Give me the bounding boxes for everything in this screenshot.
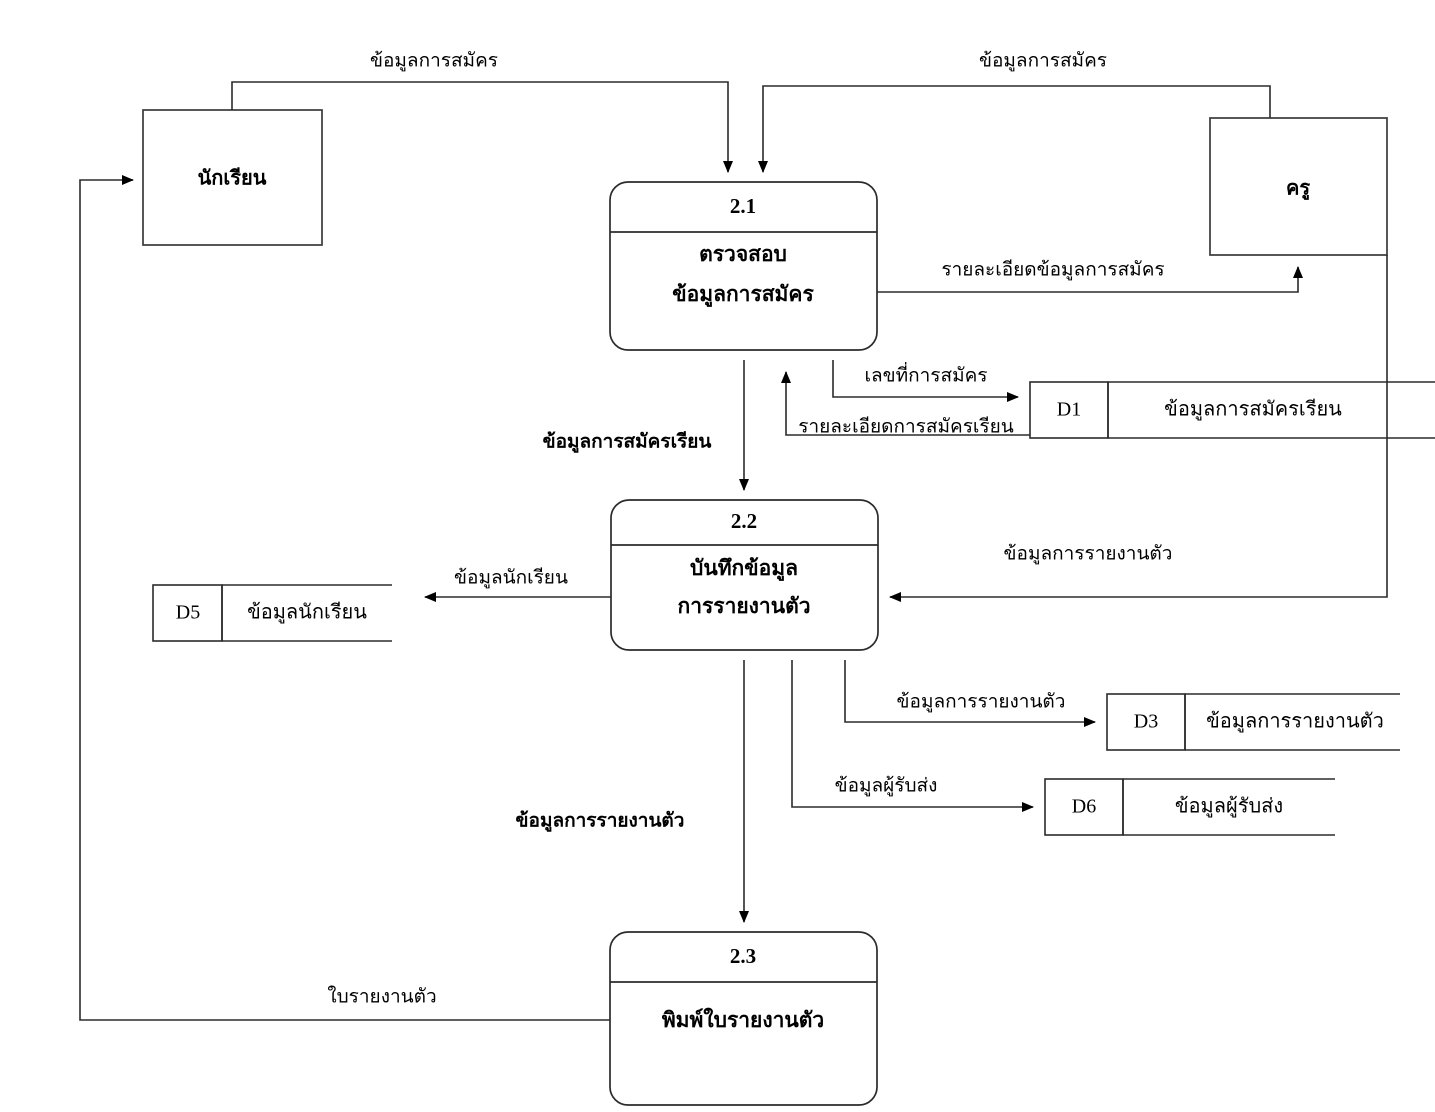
flow-label-study-registration-data: ข้อมูลการสมัครเรียน xyxy=(543,430,712,453)
flow-label-registration-number: เลขที่การสมัคร xyxy=(864,361,987,386)
flow-p21-to-teacher: รายละเอียดข้อมูลการสมัคร xyxy=(877,258,1303,293)
flow-p22-to-d3: ข้อมูลการรายงานตัว xyxy=(844,660,1096,727)
flow-teacher-to-p21: ข้อมูลการสมัคร xyxy=(758,50,1271,173)
flow-p22-to-d5: ข้อมูลนักเรียน xyxy=(424,566,611,602)
process-2-3-number: 2.3 xyxy=(730,944,756,968)
data-store-d1[interactable]: D1 ข้อมูลการสมัครเรียน xyxy=(1029,381,1435,439)
flow-p23-to-student: ใบรายงานตัว xyxy=(79,175,610,1021)
data-store-d1-label: ข้อมูลการสมัครเรียน xyxy=(1164,399,1342,422)
flow-p22-to-d6: ข้อมูลผู้รับส่ง xyxy=(791,660,1034,812)
flow-label-carrier-data: ข้อมูลผู้รับส่ง xyxy=(835,775,938,796)
flow-d1-to-p21: รายละเอียดการสมัครเรียน xyxy=(781,371,1030,437)
process-2-2-name-line1: บันทึกข้อมูล xyxy=(690,556,798,582)
process-2-2[interactable]: 2.2 บันทึกข้อมูล การรายงานตัว xyxy=(610,499,879,651)
external-entity-teacher[interactable]: ครู xyxy=(1209,117,1388,256)
flow-label-registration-data-student: ข้อมูลการสมัคร xyxy=(370,50,498,71)
process-2-3-name-line1: พิมพ์ใบรายงานตัว xyxy=(662,1007,824,1032)
flow-label-registration-data-teacher: ข้อมูลการสมัคร xyxy=(979,50,1107,71)
data-store-d3[interactable]: D3 ข้อมูลการรายงานตัว xyxy=(1106,693,1400,751)
process-2-3[interactable]: 2.3 พิมพ์ใบรายงานตัว xyxy=(609,931,878,1106)
data-store-d3-code: D3 xyxy=(1134,711,1158,733)
flow-label-report-data-store: ข้อมูลการรายงานตัว xyxy=(897,691,1066,712)
flow-p22-to-p23: ข้อมูลการรายงานตัว xyxy=(516,660,749,923)
process-2-1-name-line2: ข้อมูลการสมัคร xyxy=(672,282,814,308)
data-store-d5-label: ข้อมูลนักเรียน xyxy=(247,602,367,625)
flow-p21-to-d1: เลขที่การสมัคร xyxy=(832,360,1019,402)
external-entity-teacher-label: ครู xyxy=(1286,178,1310,202)
external-entity-student-label: นักเรียน xyxy=(198,167,267,190)
flow-label-registration-detail: รายละเอียดข้อมูลการสมัคร xyxy=(941,258,1164,280)
data-store-d6-label: ข้อมูลผู้รับส่ง xyxy=(1175,796,1283,819)
flow-label-report-slip: ใบรายงานตัว xyxy=(327,985,436,1007)
flow-teacher-to-p22: ข้อมูลการรายงานตัว xyxy=(889,255,1388,602)
process-2-1-number: 2.1 xyxy=(730,194,756,218)
data-store-d6-code: D6 xyxy=(1072,796,1096,818)
data-store-d3-label: ข้อมูลการรายงานตัว xyxy=(1206,711,1384,734)
flow-label-registration-study-detail: รายละเอียดการสมัครเรียน xyxy=(798,415,1013,437)
process-2-2-number: 2.2 xyxy=(731,509,757,533)
data-store-d5-code: D5 xyxy=(176,602,200,624)
data-store-d5[interactable]: D5 ข้อมูลนักเรียน xyxy=(152,584,392,642)
flow-label-student-data: ข้อมูลนักเรียน xyxy=(454,566,568,588)
flow-student-to-p21: ข้อมูลการสมัคร xyxy=(231,50,733,173)
flow-p21-to-p22: ข้อมูลการสมัครเรียน xyxy=(543,360,749,491)
process-2-2-name-line2: การรายงานตัว xyxy=(678,594,811,618)
flow-label-report-data-p23: ข้อมูลการรายงานตัว xyxy=(516,809,685,832)
flow-label-report-data-teacher: ข้อมูลการรายงานตัว xyxy=(1004,543,1173,564)
data-store-d1-code: D1 xyxy=(1057,399,1081,421)
data-store-d6[interactable]: D6 ข้อมูลผู้รับส่ง xyxy=(1044,778,1335,836)
external-entity-student[interactable]: นักเรียน xyxy=(142,109,323,246)
process-2-1-name-line1: ตรวจสอบ xyxy=(699,242,787,266)
process-2-1[interactable]: 2.1 ตรวจสอบ ข้อมูลการสมัคร xyxy=(609,181,878,351)
